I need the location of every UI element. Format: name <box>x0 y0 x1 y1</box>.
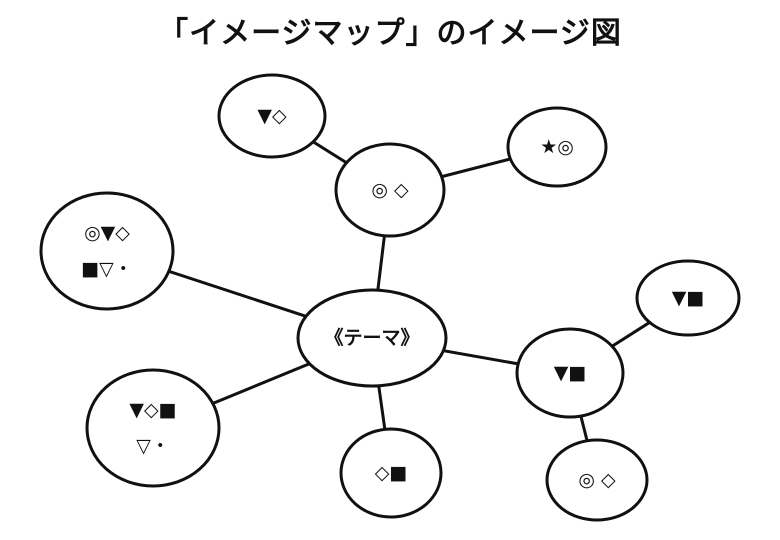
node-top-right-label-1: ★◎ <box>540 136 574 158</box>
node-bottom-label-1: ◇■ <box>375 462 408 484</box>
nodes-layer: 《テーマ》 ◎ ◇ ▼◇ ★◎ ◎▼◇ ■▽・ ▼◇■ ▽・ ◇■ ▼■ ▼■ ◎ ◇ <box>39 73 741 522</box>
node-center: 《テーマ》 <box>296 288 448 388</box>
node-left-lower-label-2: ▽・ <box>136 435 170 457</box>
node-left-upper: ◎▼◇ ■▽・ <box>39 191 175 311</box>
node-left-lower-label-1: ▼◇■ <box>129 399 176 421</box>
node-top-ellipse <box>334 142 446 238</box>
node-right-top-label-1: ▼■ <box>672 287 705 309</box>
node-top-label-1: ◎ ◇ <box>371 179 409 201</box>
node-right-bottom-label-1: ◎ ◇ <box>578 469 616 491</box>
node-center-label-1: 《テーマ》 <box>324 326 419 349</box>
node-bottom-ellipse <box>339 427 443 519</box>
node-top: ◎ ◇ <box>334 142 446 238</box>
node-right-top-ellipse <box>635 259 741 337</box>
node-right-top: ▼■ <box>635 259 741 337</box>
node-left-upper-label-1: ◎▼◇ <box>84 222 130 244</box>
node-bottom: ◇■ <box>339 427 443 519</box>
node-right: ▼■ <box>515 327 625 419</box>
node-center-ellipse <box>296 288 448 388</box>
node-right-label-1: ▼■ <box>554 362 587 384</box>
node-top-left-ellipse <box>217 73 327 159</box>
node-left-upper-ellipse <box>39 191 175 311</box>
node-left-lower-ellipse <box>85 368 221 488</box>
node-left-upper-label-2: ■▽・ <box>81 258 133 280</box>
node-right-bottom: ◎ ◇ <box>545 438 649 522</box>
node-top-right: ★◎ <box>506 106 608 188</box>
node-top-left-label-1: ▼◇ <box>257 105 287 127</box>
node-top-right-ellipse <box>506 106 608 188</box>
node-right-bottom-ellipse <box>545 438 649 522</box>
diagram-title: 「イメージマップ」のイメージ図 <box>158 16 622 51</box>
node-right-ellipse <box>515 327 625 419</box>
node-top-left: ▼◇ <box>217 73 327 159</box>
node-left-lower: ▼◇■ ▽・ <box>85 368 221 488</box>
